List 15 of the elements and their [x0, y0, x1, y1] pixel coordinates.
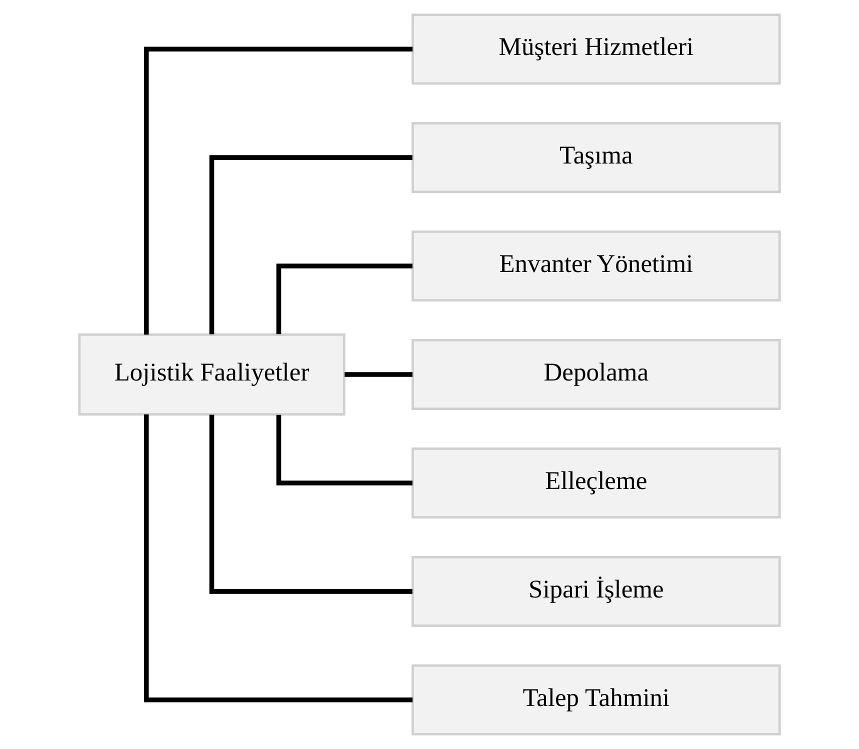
- node-box: Sipari İşleme: [412, 556, 781, 627]
- connector: [276, 264, 412, 334]
- connector: [344, 372, 412, 377]
- node-box: Envanter Yönetimi: [412, 230, 781, 302]
- node-box: Talep Tahmini: [412, 664, 781, 736]
- connector: [276, 414, 412, 486]
- node-box: Taşıma: [412, 122, 781, 194]
- node-box: Elleçleme: [412, 447, 781, 518]
- node-box: Depolama: [412, 339, 781, 410]
- node-box: Lojistik Faaliyetler: [78, 333, 346, 416]
- connector: [209, 414, 412, 594]
- connector: [144, 46, 413, 335]
- node-box: Müşteri Hizmetleri: [412, 14, 781, 85]
- connector: [209, 155, 412, 334]
- connector: [144, 414, 413, 702]
